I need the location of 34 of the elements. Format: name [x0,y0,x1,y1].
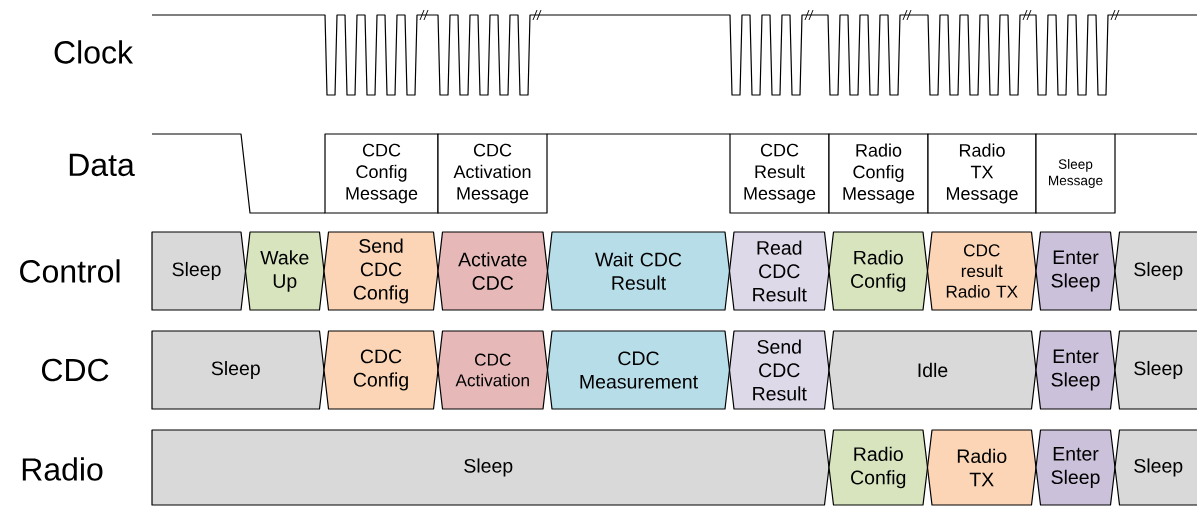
state-segment: CDC Config [323,330,439,410]
message-box: Sleep Message [1035,133,1116,214]
state-segment: Enter Sleep [1035,231,1116,311]
message-box: CDC Activation Message [437,133,548,214]
state-segment: Sleep [151,330,325,410]
row-label: CDC [42,358,109,382]
state-segment: Send CDC Result [728,330,830,410]
state-segment: Enter Sleep [1035,330,1116,410]
state-segment: Sleep [151,429,830,506]
message-box: Radio TX Message [927,133,1037,214]
state-segment: Sleep [151,231,247,311]
state-segment: CDC Activation [437,330,549,410]
message-box: CDC Config Message [324,133,439,214]
state-segment: Sleep [1114,231,1197,311]
state-segment: Sleep [1114,330,1197,410]
state-segment: Activate CDC [437,231,549,311]
row-label: Control [20,259,120,283]
state-segment: Radio Config [828,231,929,311]
state-segment: CDC result Radio TX [926,231,1037,311]
state-segment: Send CDC Config [323,231,439,311]
state-segment: CDC Measurement [546,330,731,410]
state-segment: Read CDC Result [728,231,830,311]
row-label: Clock [54,40,134,64]
state-segment: Sleep [1114,429,1197,506]
state-segment: Enter Sleep [1035,429,1116,506]
state-segment: Radio Config [828,429,929,506]
state-segment: Wake Up [244,231,325,311]
row-label: Radio [22,457,103,481]
state-segment: Radio TX [926,429,1037,506]
message-box: CDC Result Message [729,133,830,214]
row-label: Data [69,153,135,177]
state-segment: Idle [828,330,1037,410]
message-box: Radio Config Message [828,133,929,214]
state-segment: Wait CDC Result [546,231,731,311]
